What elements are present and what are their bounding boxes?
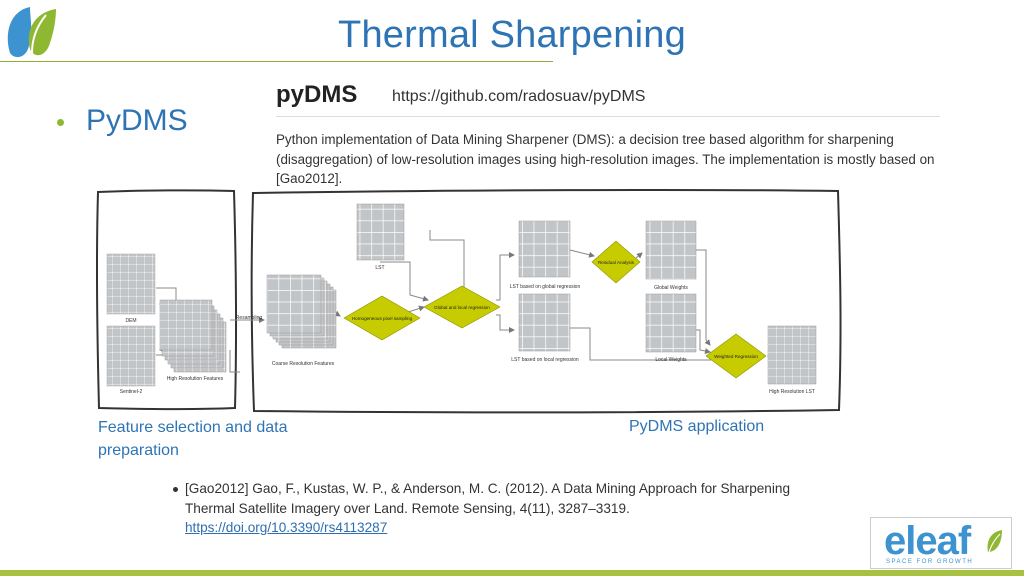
weighted-diamond bbox=[705, 333, 767, 379]
lst-grid bbox=[356, 203, 405, 261]
reference-bullet bbox=[173, 487, 178, 492]
homogeneous-label: Homogeneous pixel sampling bbox=[352, 316, 413, 321]
high-res-lst-label: High Resolution LST bbox=[769, 389, 815, 395]
bullet-dot bbox=[57, 119, 64, 126]
coarse-features-label: Coarse Resolution Features bbox=[272, 361, 335, 367]
pydms-divider bbox=[276, 116, 940, 117]
reference-text: [Gao2012] Gao, F., Kustas, W. P., & Ande… bbox=[185, 479, 805, 538]
high-res-features-label: High Resolution Features bbox=[167, 376, 224, 382]
eleaf-logo-wordmark: eleaf bbox=[884, 519, 971, 563]
bullet-pydms: PyDMS bbox=[86, 104, 188, 137]
eleaf-tagline: SPACE FOR GROWTH bbox=[886, 559, 974, 565]
residual-diamond bbox=[591, 240, 641, 284]
global-weights-label: Global Weights bbox=[654, 285, 688, 291]
dem-grid bbox=[106, 253, 156, 315]
global-local-label: Global and local regression bbox=[434, 305, 490, 310]
bottom-band bbox=[0, 570, 1024, 576]
reference-citation: [Gao2012] Gao, F., Kustas, W. P., & Ande… bbox=[185, 481, 791, 516]
slide-title: Thermal Sharpening bbox=[338, 14, 686, 56]
pydms-heading: pyDMS bbox=[276, 81, 358, 108]
coarse-features-stack bbox=[266, 274, 337, 349]
dem-label: DEM bbox=[125, 318, 136, 324]
eleaf-leaf-icon bbox=[987, 530, 1002, 553]
lst-label: LST bbox=[375, 265, 384, 271]
right-frame bbox=[250, 188, 842, 414]
pydms-description: Python implementation of Data Mining Sha… bbox=[276, 132, 935, 186]
local-weights-label: Local Weights bbox=[655, 357, 687, 363]
pydms-url[interactable]: https://github.com/radosuav/pyDMS bbox=[392, 88, 646, 105]
residual-label: Residual Analysis bbox=[598, 260, 635, 265]
feature-selection-label: Feature selection and data preparation bbox=[98, 419, 288, 459]
high-res-lst-grid bbox=[767, 325, 817, 385]
leaf-logo bbox=[7, 7, 56, 58]
sentinel-label: Sentinel-2 bbox=[120, 389, 143, 395]
lst-global-grid bbox=[518, 220, 571, 278]
local-weights-grid bbox=[645, 293, 697, 353]
lst-global-label: LST based on global regression bbox=[510, 284, 581, 290]
weighted-label: Weighted Regression bbox=[714, 354, 758, 359]
homogeneous-diamond bbox=[343, 295, 421, 341]
reference-doi-link[interactable]: https://doi.org/10.3390/rs4113287 bbox=[185, 520, 388, 535]
title-divider bbox=[0, 61, 553, 62]
left-frame bbox=[95, 189, 238, 411]
sentinel-grid bbox=[106, 325, 156, 387]
lst-local-grid bbox=[518, 293, 571, 352]
resampling-label: Resampling bbox=[236, 315, 263, 321]
high-res-features-stack bbox=[159, 299, 227, 373]
pydms-application-label: PyDMS application bbox=[629, 418, 765, 435]
global-weights-grid bbox=[645, 220, 697, 280]
lst-local-label: LST based on local regression bbox=[511, 357, 579, 363]
global-local-diamond bbox=[423, 285, 501, 329]
